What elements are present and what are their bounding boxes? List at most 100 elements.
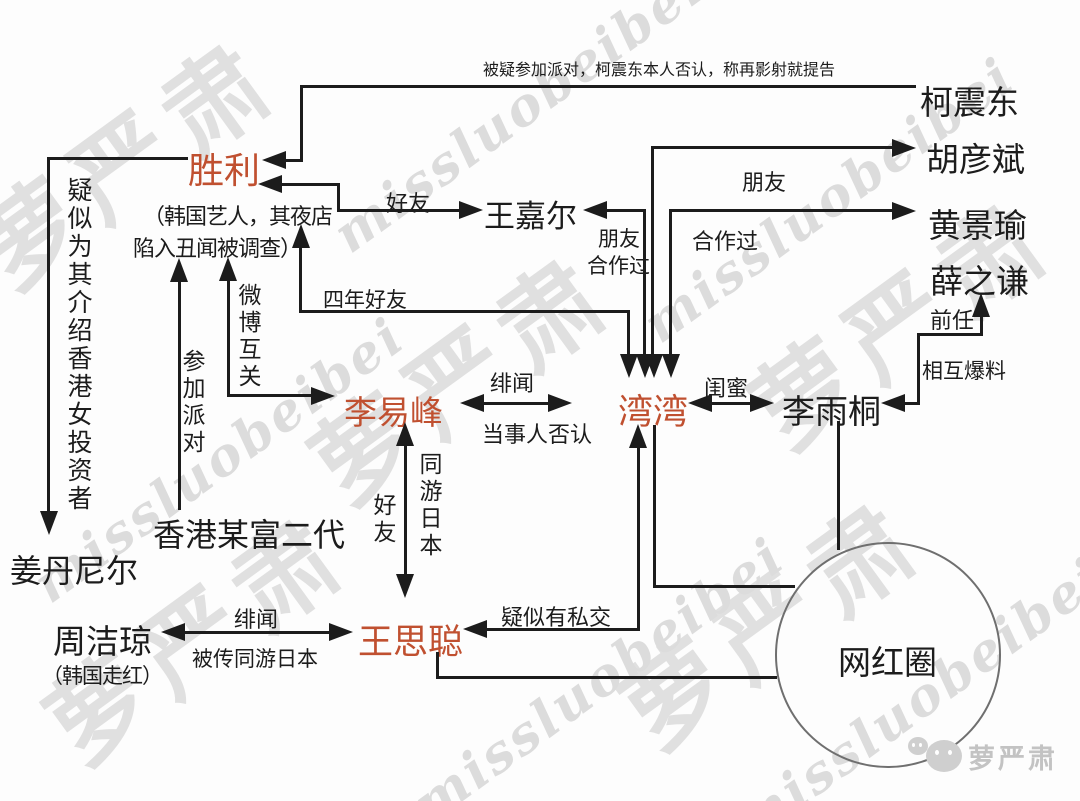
edge-liyifeng-shengli — [227, 278, 230, 397]
arrowhead — [583, 201, 607, 219]
edge-wanwan-huyanbin — [651, 146, 654, 357]
wechat-bubble-large-icon — [926, 740, 962, 772]
edge-zhou-wangsicong — [183, 631, 331, 634]
arrowhead — [463, 620, 487, 638]
arrowhead — [292, 224, 310, 248]
label-yisi-sijiao: 疑似有私交 — [501, 605, 612, 630]
node-liyifeng: 李易峰 — [344, 394, 443, 431]
edge-wanwan-huyanbin — [651, 146, 896, 149]
wechat-bubble-small-icon — [908, 737, 928, 755]
node-liyutong: 李雨桐 — [782, 393, 881, 430]
node-wangjiaer: 王嘉尔 — [484, 199, 577, 234]
arrowhead — [750, 394, 774, 412]
edge-liyutong-wanghongquan — [837, 421, 840, 550]
bubble-eye-icon — [912, 743, 915, 747]
wanghongquan-circle — [775, 542, 1001, 768]
label-hezuoguo-wanwan-wangjiaer: 合作过 — [587, 255, 650, 278]
edge-liyifeng-shengli — [227, 394, 313, 397]
arrowhead — [972, 293, 990, 317]
label-qianren: 前任 — [930, 308, 975, 333]
arrowhead — [396, 422, 414, 446]
arrowhead — [620, 354, 638, 378]
edge-wangsicong-wanghongquan — [436, 652, 439, 679]
shengli-note-line2: 陷入丑闻被调查） — [133, 236, 302, 261]
arrowhead — [329, 623, 353, 641]
arrowhead — [170, 258, 188, 282]
edge-shengli-wanwan — [627, 310, 630, 358]
edge-shengli-jiangdanier — [47, 157, 188, 160]
edge-kezhendong-shengli — [300, 85, 303, 162]
arrowhead — [548, 394, 572, 412]
node-fuerdai: 香港某富二代 — [153, 517, 346, 553]
edge-liyutong-xuezhiqian — [980, 315, 983, 336]
arrowhead — [40, 511, 58, 535]
edge-wangsicong-wanghongquan — [436, 676, 777, 679]
arrowhead — [688, 394, 712, 412]
bubble-eye-icon — [948, 750, 952, 755]
zhoujieqiong-note: （韩国走红） — [42, 665, 163, 688]
label-xianghu-baoliao: 相互爆料 — [922, 360, 1006, 383]
arrowhead — [645, 354, 663, 378]
label-jieshao-touzizhe: 疑似为其介绍香港女投资者 — [64, 177, 92, 513]
edge-wanwan-wanghongquan — [653, 585, 795, 588]
edge-kezhendong-shengli — [277, 159, 303, 162]
node-shengli: 胜利 — [188, 150, 261, 191]
label-pengyou-wanwan-huyanbin: 朋友 — [742, 170, 787, 195]
edge-wanwan-huangjingyu — [669, 209, 896, 212]
arrowhead — [459, 201, 483, 219]
edge-liyutong-xuezhiqian — [903, 402, 920, 405]
label-beichuan-tongyou: 被传同游日本 — [192, 648, 318, 671]
edge-shengli-wanwan — [299, 310, 630, 313]
label-haoyou-shengli-wangjiaer: 好友 — [386, 191, 431, 216]
edge-shengli-wanwan — [299, 245, 302, 313]
edge-shengli-wangjiaer — [337, 183, 340, 212]
edge-shengli-wangjiaer — [337, 209, 461, 212]
node-kezhendong: 柯震东 — [920, 84, 1019, 121]
label-sinian-haoyou: 四年好友 — [323, 289, 407, 312]
node-jiangdanier: 姜丹尼尔 — [10, 553, 139, 589]
arrowhead — [161, 623, 185, 641]
arrowhead — [881, 394, 905, 412]
arrowhead — [892, 139, 916, 157]
label-weibo-huguan: 微博互关 — [235, 283, 261, 391]
arrowhead — [262, 151, 286, 169]
bubble-eye-icon — [935, 750, 939, 755]
edge-kezhendong-shengli — [300, 85, 916, 88]
node-zhoujieqiong: 周洁琼 — [53, 623, 152, 660]
edge-wanwan-huangjingyu — [669, 209, 672, 357]
label-feiwen-liyifeng-wanwan: 绯闻 — [490, 371, 535, 396]
edge-wangsicong-wanwan — [485, 628, 640, 631]
arrowhead — [460, 394, 484, 412]
edge-liyutong-xuezhiqian — [917, 333, 920, 405]
node-wangsicong: 王思聪 — [358, 623, 464, 662]
footer-brand-text: 萝严肃 — [968, 744, 1058, 774]
edge-wanwan-liyutong — [710, 402, 752, 405]
arrowhead — [892, 202, 916, 220]
node-huangjingyu: 黄景瑜 — [928, 207, 1027, 244]
label-canjia-paidui: 参加派对 — [179, 349, 205, 457]
label-kezhendong-shengli: 被疑参加派对，柯震东本人否认，称再影射就提告 — [483, 62, 836, 79]
edge-wanwan-wangjiaer — [605, 209, 646, 212]
edge-shengli-wangjiaer — [280, 183, 340, 186]
edge-wanwan-wanghongquan — [653, 425, 656, 588]
arrowhead — [662, 354, 680, 378]
watermark-brand: 萝严肃 — [292, 233, 636, 526]
arrowhead — [396, 574, 414, 598]
label-haoyou-liyifeng-wangsicong: 好友 — [370, 493, 396, 547]
edge-wangsicong-wanwan — [637, 446, 640, 631]
arrowhead — [629, 424, 647, 448]
edge-shengli-jiangdanier — [47, 157, 50, 513]
arrowhead — [219, 257, 237, 281]
edge-fuerdai-shengli — [178, 276, 181, 510]
label-feiwen-zhou-wangsicong: 绯闻 — [234, 607, 279, 632]
label-hezuoguo-wanwan-huangjingyu: 合作过 — [692, 229, 759, 254]
edge-liyutong-xuezhiqian — [917, 333, 983, 336]
label-dangshiren-fouren: 当事人否认 — [482, 422, 593, 447]
node-huyanbin: 胡彦斌 — [926, 141, 1025, 178]
edge-wanwan-wangjiaer — [643, 209, 646, 357]
arrowhead — [258, 175, 282, 193]
arrowhead — [311, 387, 335, 405]
edge-liyifeng-wangsicong — [404, 443, 407, 577]
label-tongyou-riben: 同游日本 — [416, 452, 442, 560]
